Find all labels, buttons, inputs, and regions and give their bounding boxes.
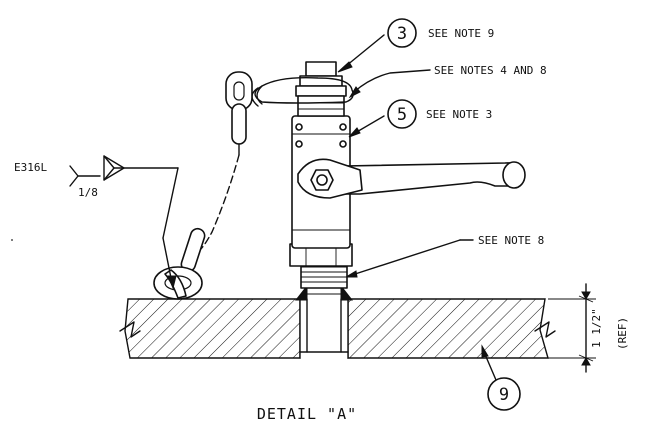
detail-title: DETAIL "A" bbox=[257, 405, 357, 423]
weld-symbol bbox=[69, 155, 179, 290]
valve-cap bbox=[295, 61, 347, 117]
lower-chain bbox=[153, 227, 206, 300]
weld-size-label: 1/8 bbox=[78, 186, 98, 199]
valve-body bbox=[289, 115, 353, 289]
thickness-dimension bbox=[548, 283, 596, 373]
notes-4-8-label: SEE NOTES 4 AND 8 bbox=[434, 64, 547, 77]
leader-lines bbox=[337, 34, 497, 381]
item-5-bubble bbox=[387, 99, 417, 129]
item-3-number: 3 bbox=[397, 24, 407, 44]
upper-chain bbox=[225, 71, 253, 156]
item-3-note: SEE NOTE 9 bbox=[428, 27, 494, 40]
weld-material-label: E316L bbox=[14, 161, 47, 174]
valve-handle bbox=[297, 158, 526, 199]
item-9-bubble bbox=[487, 377, 521, 411]
lanyard-cable bbox=[199, 154, 240, 251]
item-3-bubble bbox=[387, 18, 417, 48]
plate-bore bbox=[294, 284, 354, 359]
scan-speck bbox=[11, 239, 13, 241]
item-5-note: SEE NOTE 3 bbox=[426, 108, 492, 121]
dimension-value: 1 1/2" bbox=[590, 308, 603, 348]
dimension-qualifier: (REF) bbox=[616, 317, 629, 350]
note-8-label: SEE NOTE 8 bbox=[478, 234, 544, 247]
item-9-number: 9 bbox=[499, 385, 509, 405]
item-5-number: 5 bbox=[397, 105, 407, 125]
